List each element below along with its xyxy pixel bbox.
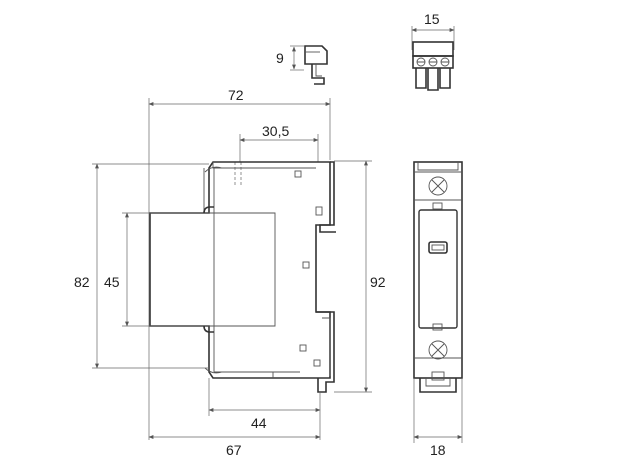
- dim-rail-depth: 67: [226, 442, 242, 458]
- side-view: 72 30,5 82 45: [74, 87, 386, 458]
- terminal-side-view: 9: [276, 45, 328, 85]
- terminal-front-view: 15: [411, 11, 455, 91]
- dim-overall-depth: 72: [228, 87, 244, 103]
- dim-overall-height: 82: [74, 274, 90, 290]
- dim-front-module-height: 92: [370, 274, 386, 290]
- dim-rear-depth: 30,5: [262, 123, 289, 139]
- dim-terminal-height: 9: [276, 50, 284, 66]
- dim-front-height: 45: [104, 274, 120, 290]
- dim-terminal-width: 15: [424, 11, 440, 27]
- front-view: 18: [413, 161, 463, 458]
- dim-body-depth: 44: [251, 415, 267, 431]
- dim-module-width: 18: [430, 442, 446, 458]
